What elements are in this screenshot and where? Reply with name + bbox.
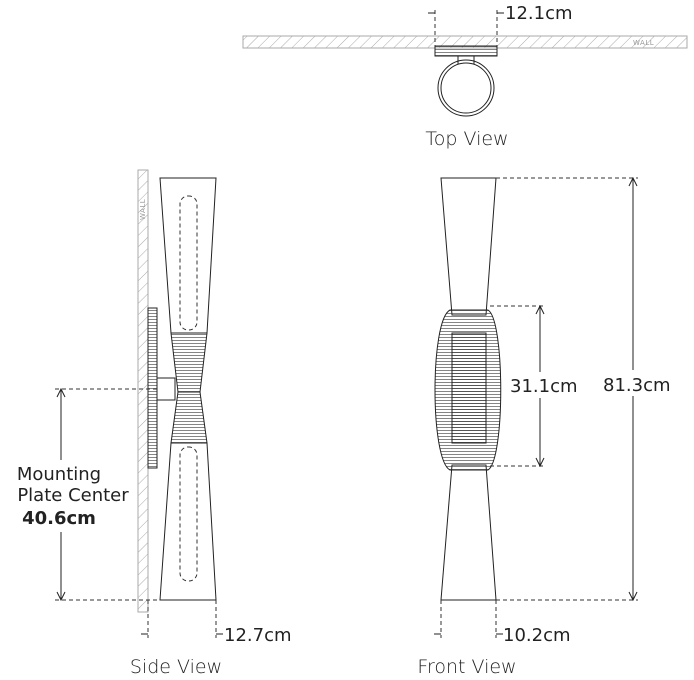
top-view-width-label: 12.1cm xyxy=(505,3,573,24)
side-view-mounting-plate xyxy=(147,307,158,469)
side-view-center-band-lower xyxy=(170,391,208,444)
side-view-upper-tube xyxy=(179,195,198,331)
side-view-mounting-label-1: Mounting xyxy=(17,464,101,485)
top-view-shade-inner xyxy=(440,62,492,114)
side-view-mount-arrow-top xyxy=(56,387,66,398)
front-view-height-label: 81.3cm xyxy=(603,375,671,396)
side-view-center-band xyxy=(170,332,208,393)
top-view-wall-text: WALL xyxy=(633,39,654,47)
front-view: 81.3cm 31.1cm 10.2cm Front View xyxy=(417,176,671,678)
side-view-mounting-value: 40.6cm xyxy=(22,508,96,529)
front-view-center-arrow-top xyxy=(535,304,545,315)
top-view-mounting-plate xyxy=(434,45,498,57)
side-view-wall-text: WALL xyxy=(139,199,147,220)
side-view-depth-label: 12.7cm xyxy=(224,625,292,646)
side-view-wall xyxy=(137,169,149,613)
front-view-height-arrow-top xyxy=(628,176,638,187)
front-view-center-label: 31.1cm xyxy=(510,376,578,397)
top-view: WALL 12.1cm Top View xyxy=(242,3,688,150)
front-view-center-band xyxy=(451,332,487,444)
side-view-caption: Side View xyxy=(130,656,222,678)
front-view-center-arrow-bottom xyxy=(535,457,545,468)
front-view-lower-shade xyxy=(440,464,497,601)
front-view-caption: Front View xyxy=(417,656,516,678)
side-view-arm xyxy=(156,377,176,401)
top-view-caption: Top View xyxy=(425,128,508,150)
side-view: WALL Mounting Plate Center 40.6cm 12.7cm… xyxy=(17,169,292,678)
side-view-lower-tube xyxy=(179,446,198,582)
top-view-shade-ring xyxy=(437,59,495,117)
top-view-arm xyxy=(457,56,475,64)
side-view-mounting-label-2: Plate Center xyxy=(17,485,129,506)
front-view-upper-shade xyxy=(440,177,497,316)
front-view-height-arrow-bottom xyxy=(628,591,638,602)
side-view-lower-shade xyxy=(159,442,217,601)
side-view-upper-shade xyxy=(159,177,217,334)
front-view-width-label: 10.2cm xyxy=(503,625,571,646)
side-view-mount-arrow-bottom xyxy=(56,591,66,602)
